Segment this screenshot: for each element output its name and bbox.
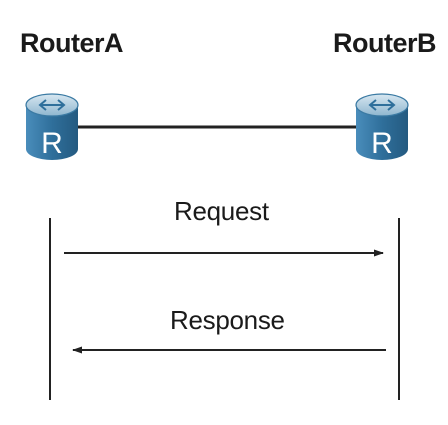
router-a-glyph: R (41, 127, 63, 160)
router-b-glyph: R (371, 127, 393, 160)
router-b-icon: R (355, 93, 409, 160)
response-label: Response (170, 305, 285, 335)
router-a-name: RouterA (20, 28, 124, 58)
router-b-name: RouterB (333, 28, 437, 58)
request-label: Request (174, 196, 269, 226)
router-a-icon: R (25, 93, 79, 160)
